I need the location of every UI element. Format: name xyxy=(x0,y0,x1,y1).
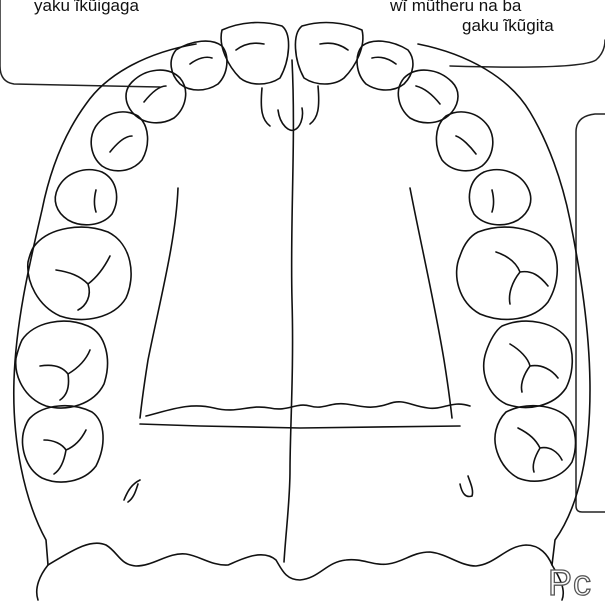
palatine-raphe xyxy=(284,60,293,562)
tooth-molar-1-left xyxy=(28,227,131,319)
caption-right-line-2: gaku ĩkũgita xyxy=(462,16,554,36)
fovea-left xyxy=(124,480,140,502)
tooth-premolar-2-left xyxy=(55,170,116,225)
palate-vault-left xyxy=(140,188,178,418)
info-box-right xyxy=(576,114,605,512)
tooth-incisor-central-right xyxy=(295,23,362,84)
tooth-incisor-lateral-left xyxy=(171,41,227,90)
tooth-molar-3-left xyxy=(23,406,103,482)
tooth-molar-1-right xyxy=(457,227,558,319)
palate-vault-top xyxy=(261,86,318,126)
tooth-incisor-lateral-right xyxy=(357,41,413,90)
fovea-right xyxy=(460,476,473,497)
teeth-arch xyxy=(16,23,576,482)
tooth-molar-3-right xyxy=(495,406,575,481)
caption-left-text: yaku ĩkũigaga xyxy=(34,0,139,16)
palate-junction xyxy=(146,402,470,416)
tooth-molar-2-left xyxy=(16,321,108,408)
palate-vault-right xyxy=(410,188,452,418)
tooth-incisor-central-left xyxy=(221,23,288,84)
corner-heading-fragment: Pc xyxy=(548,563,592,603)
incisive-papilla xyxy=(278,108,303,130)
soft-palate-line xyxy=(140,424,460,428)
gum-outline xyxy=(14,44,590,600)
palate-back-edge xyxy=(48,543,552,580)
caption-right-line-1: wĩ mũtheru na ba xyxy=(390,0,521,16)
tooth-molar-2-right xyxy=(484,321,572,407)
tooth-premolar-2-right xyxy=(469,170,530,225)
